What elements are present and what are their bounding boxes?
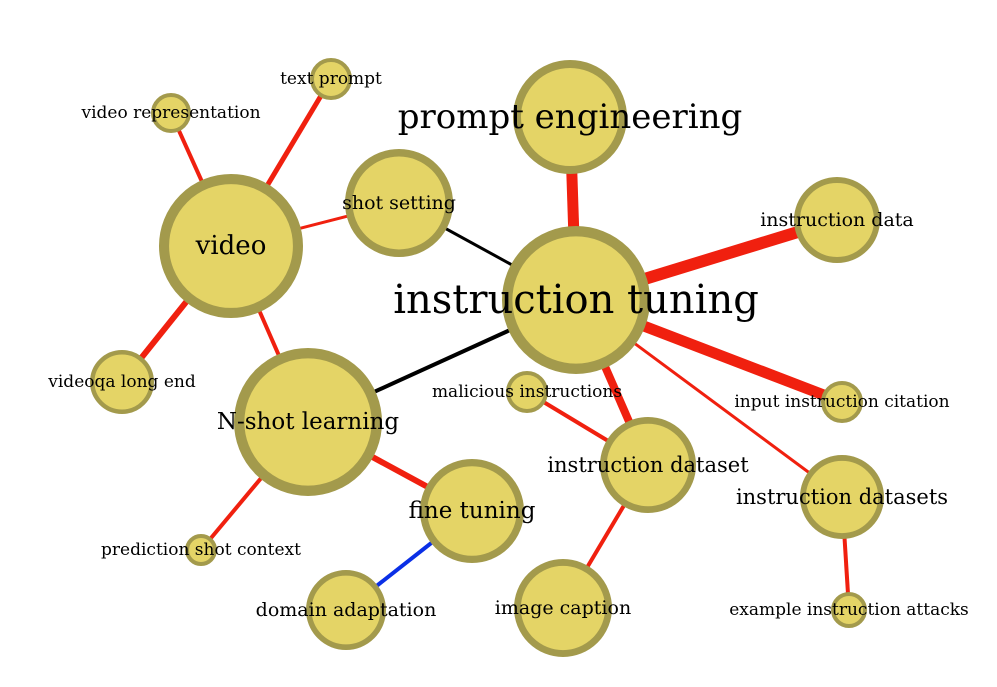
- nodes-layer: [89, 58, 885, 657]
- node-label-n-shot-learning: N-shot learning: [217, 409, 400, 435]
- node-label-instruction-tuning: instruction tuning: [393, 277, 759, 323]
- node-label-instruction-datasets: instruction datasets: [736, 485, 948, 509]
- node-instruction-dataset[interactable]: [599, 416, 696, 513]
- node-label-malicious-instructions: malicious instructions: [432, 382, 622, 402]
- node-image-caption[interactable]: [513, 558, 612, 657]
- node-fine-tuning[interactable]: [420, 459, 525, 564]
- node-video[interactable]: [159, 174, 304, 319]
- node-label-domain-adaptation: domain adaptation: [256, 599, 437, 621]
- node-n-shot-learning[interactable]: [233, 347, 382, 496]
- node-label-shot-setting: shot setting: [342, 192, 456, 214]
- node-videoqa-long-end[interactable]: [89, 349, 154, 414]
- node-prompt-engineering[interactable]: [512, 60, 627, 174]
- node-example-instruction-attacks[interactable]: [831, 592, 867, 628]
- node-video-representation[interactable]: [151, 93, 191, 133]
- node-shot-setting[interactable]: [344, 148, 454, 258]
- node-instruction-datasets[interactable]: [800, 455, 885, 540]
- node-label-prompt-engineering: prompt engineering: [398, 97, 743, 137]
- node-input-instruction-citation[interactable]: [821, 381, 863, 423]
- node-prediction-shot-context[interactable]: [185, 534, 217, 566]
- node-text-prompt[interactable]: [310, 58, 352, 100]
- node-label-prediction-shot-context: prediction shot context: [101, 540, 301, 560]
- node-label-video-representation: video representation: [80, 103, 260, 123]
- node-label-fine-tuning: fine tuning: [409, 498, 536, 524]
- node-label-instruction-data: instruction data: [760, 209, 914, 231]
- node-label-example-instruction-attacks: example instruction attacks: [729, 600, 969, 620]
- node-label-text-prompt: text prompt: [280, 69, 382, 89]
- node-label-input-instruction-citation: input instruction citation: [734, 392, 949, 412]
- node-instruction-tuning[interactable]: [501, 225, 650, 374]
- node-label-instruction-dataset: instruction dataset: [547, 453, 749, 477]
- node-instruction-data[interactable]: [794, 176, 881, 263]
- node-label-video: video: [195, 231, 267, 261]
- node-label-image-caption: image caption: [495, 597, 631, 619]
- node-malicious-instructions[interactable]: [506, 371, 548, 413]
- node-domain-adaptation[interactable]: [305, 569, 386, 650]
- labels-layer: instruction tuning prompt engineering inst…: [47, 69, 969, 621]
- node-label-videoqa-long-end: videoqa long end: [47, 372, 196, 392]
